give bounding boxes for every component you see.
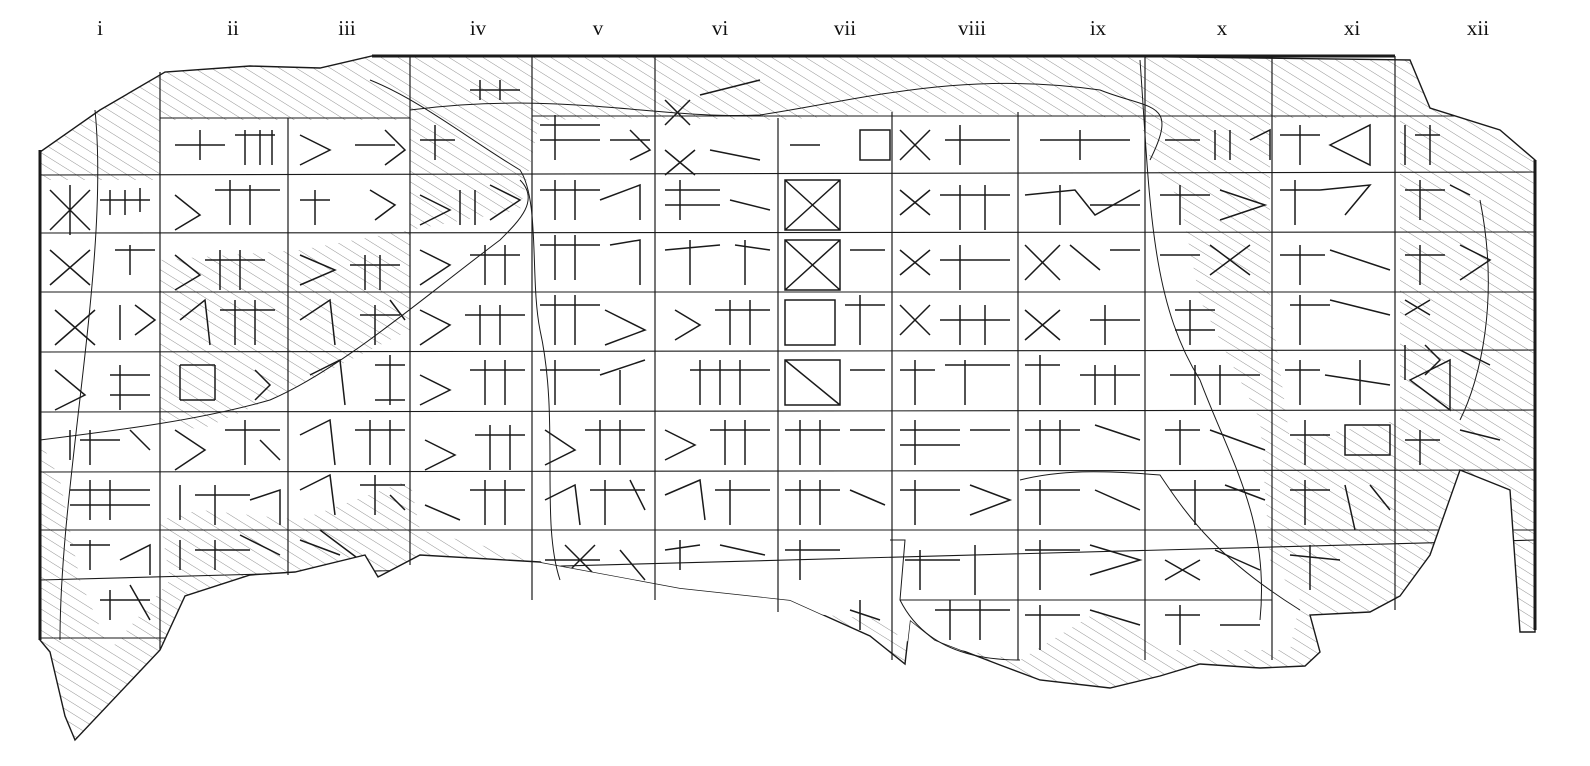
column-label-i: i xyxy=(97,16,103,40)
column-dividers xyxy=(159,56,1396,660)
sign-group-col-ix xyxy=(1024,130,1143,650)
column-label-x: x xyxy=(1216,16,1228,40)
sign-group-col-xii xyxy=(1404,125,1501,465)
sign-group-col-ii xyxy=(174,130,281,570)
column-label-xi: xi xyxy=(1343,16,1361,40)
column-label-iv: iv xyxy=(469,16,487,40)
fracture-lines xyxy=(39,59,1489,661)
sign-group-col-i xyxy=(49,185,157,621)
sign-group-col-x xyxy=(1160,128,1271,645)
sign-group-col-iv xyxy=(419,80,525,525)
sign-group-col-vi xyxy=(664,79,771,570)
sign-group-col-viii xyxy=(899,125,1013,640)
sign-group-col-xi xyxy=(1280,123,1391,590)
column-label-v: v xyxy=(592,16,604,40)
column-label-vi: vi xyxy=(711,16,729,40)
column-label-iii: iii xyxy=(338,16,356,40)
sign-group-col-vii xyxy=(784,129,891,630)
preserved-surface xyxy=(40,112,1400,660)
column-label-xii: xii xyxy=(1466,16,1490,40)
sign-group-col-iii xyxy=(299,129,407,561)
sign-group-col-v xyxy=(540,115,652,581)
tablet-edge xyxy=(38,54,1537,640)
column-label-vii: vii xyxy=(833,16,857,40)
cuneiform-signs xyxy=(49,79,1501,650)
case-lines xyxy=(40,115,1535,639)
column-label-viii: viii xyxy=(957,16,987,40)
column-label-ix: ix xyxy=(1089,16,1107,40)
column-label-row: i ii iii iv v vi vii viii ix x xi xii xyxy=(0,0,1590,50)
column-label-ii: ii xyxy=(227,16,239,40)
